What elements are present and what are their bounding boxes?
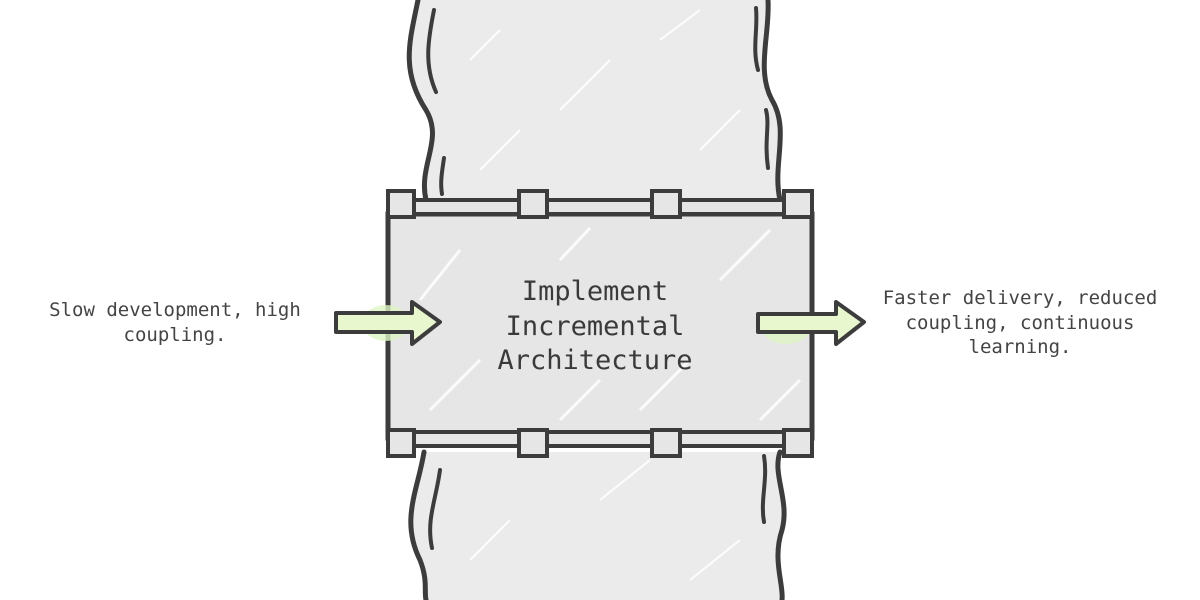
river-top-left-inner xyxy=(426,8,438,94)
input-state-label: Slow development, high coupling. xyxy=(30,298,320,347)
river-hatching xyxy=(469,9,741,581)
bottom-post-4 xyxy=(782,428,814,458)
top-post-1 xyxy=(386,189,416,219)
river-top-right-inner xyxy=(753,6,760,72)
river-top-left-edge xyxy=(406,0,435,203)
top-rail xyxy=(400,198,800,216)
right-arrow-icon xyxy=(756,300,866,346)
output-state-line: learning. xyxy=(968,336,1072,359)
process-line: Architecture xyxy=(497,345,693,377)
top-post-4 xyxy=(782,189,814,219)
process-line: Implement xyxy=(521,276,669,307)
river-bottom-left-inner xyxy=(428,468,442,550)
top-post-3 xyxy=(650,189,682,219)
river-bottom xyxy=(410,452,785,600)
river-bottom-left-edge xyxy=(408,449,429,600)
river-bottom-right-edge xyxy=(775,449,787,600)
river-top-left-inner-2 xyxy=(439,156,446,196)
deck-hatching xyxy=(418,226,802,422)
river-bottom-right-inner xyxy=(760,454,768,524)
output-state-line: coupling, continuous xyxy=(905,311,1135,334)
bottom-post-1 xyxy=(386,428,416,458)
process-label: Implement Incremental Architecture xyxy=(440,275,750,379)
bottom-post-2 xyxy=(517,428,549,458)
river-top xyxy=(409,0,781,200)
river-top-right-edge xyxy=(761,0,783,203)
process-line: Incremental xyxy=(505,310,685,342)
top-post-2 xyxy=(517,189,549,219)
output-state-label: Faster delivery, reduced coupling, conti… xyxy=(870,286,1170,360)
input-state-line: coupling. xyxy=(123,323,227,346)
output-state-line: Faster delivery, reduced xyxy=(882,287,1158,309)
bottom-post-3 xyxy=(650,428,682,458)
bottom-rail xyxy=(400,430,800,448)
input-state-line: Slow development, high xyxy=(49,299,301,321)
river-top-right-inner-2 xyxy=(764,108,770,170)
right-arrow-icon xyxy=(334,300,442,346)
